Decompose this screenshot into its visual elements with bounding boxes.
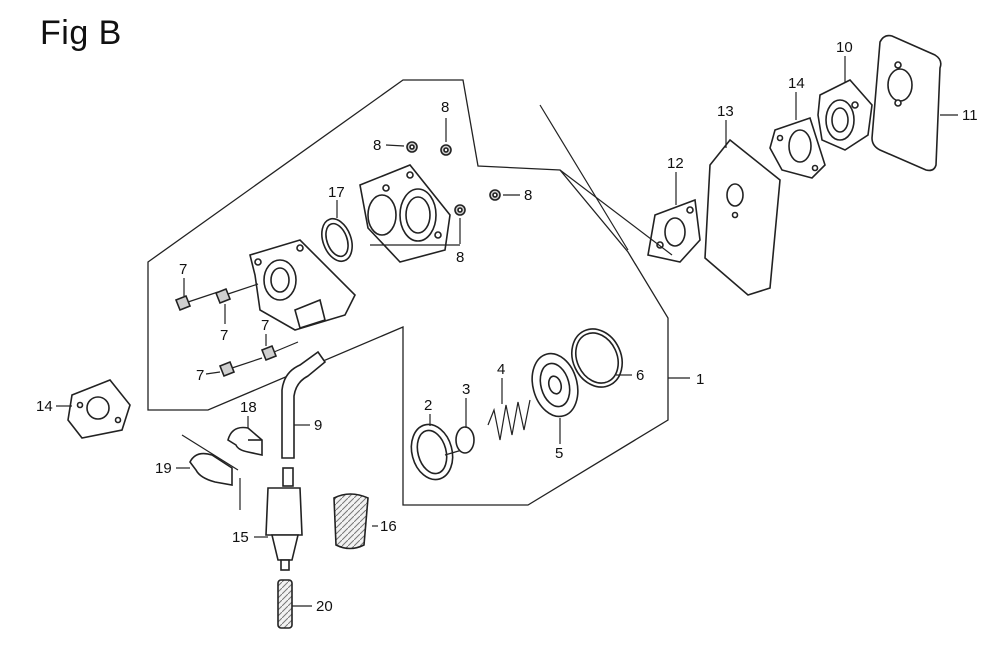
spacer-12 — [647, 172, 701, 263]
diaphragm-5 — [531, 352, 579, 444]
bolt-7-b — [214, 283, 259, 324]
callout-7-c: 7 — [196, 367, 204, 384]
valve-2 — [410, 414, 463, 481]
callout-3: 3 — [462, 381, 470, 398]
adapter-10 — [817, 56, 873, 151]
figure-title: Fig B — [40, 14, 122, 52]
callout-13: 13 — [717, 103, 734, 120]
pump-body — [249, 239, 356, 331]
callout-7-b: 7 — [220, 327, 228, 344]
callout-8-b: 8 — [441, 99, 449, 116]
callout-7-a: 7 — [179, 261, 187, 278]
callout-12: 12 — [667, 155, 684, 172]
o-ring-17 — [321, 200, 353, 263]
clip-18 — [181, 416, 263, 471]
callout-5: 5 — [555, 445, 563, 462]
tube-20 — [277, 579, 312, 629]
bolt-7-c — [205, 357, 263, 378]
callout-8-c: 8 — [456, 249, 464, 266]
callout-6: 6 — [636, 367, 644, 384]
callout-18: 18 — [240, 399, 257, 416]
callout-20: 20 — [316, 598, 333, 615]
bolt-7-d — [260, 334, 299, 362]
fuel-tube-9 — [281, 350, 327, 459]
callout-4: 4 — [497, 361, 505, 378]
callout-11: 11 — [962, 107, 978, 124]
nut-8-b — [440, 118, 452, 156]
bolt-7-a — [174, 278, 219, 312]
pump-cover — [359, 164, 451, 263]
callout-9: 9 — [314, 417, 322, 434]
callout-1: 1 — [696, 371, 704, 388]
plate-11 — [871, 34, 958, 172]
clip-19 — [176, 452, 241, 510]
nut-8-c — [454, 204, 466, 244]
callout-8-a: 8 — [373, 137, 381, 154]
assembly-outline — [147, 79, 690, 506]
callout-14-left: 14 — [36, 398, 53, 415]
o-ring-6 — [571, 328, 632, 388]
nut-8-a — [385, 141, 418, 153]
callout-10: 10 — [836, 39, 853, 56]
fuel-filter-15 — [254, 467, 303, 571]
callout-8-d: 8 — [524, 187, 532, 204]
callout-7-d: 7 — [261, 317, 269, 334]
callout-16: 16 — [380, 518, 397, 535]
callout-14-right: 14 — [788, 75, 805, 92]
disc-3 — [455, 398, 475, 454]
callout-15: 15 — [232, 529, 249, 546]
callout-19: 19 — [155, 460, 172, 477]
callout-17: 17 — [328, 184, 345, 201]
gasket-14-right — [769, 92, 826, 179]
spring-4 — [487, 378, 531, 441]
gasket-13 — [704, 120, 781, 296]
callout-2: 2 — [424, 397, 432, 414]
gasket-14-left — [56, 379, 131, 439]
nut-8-d — [489, 189, 520, 201]
strainer-16 — [333, 493, 378, 550]
